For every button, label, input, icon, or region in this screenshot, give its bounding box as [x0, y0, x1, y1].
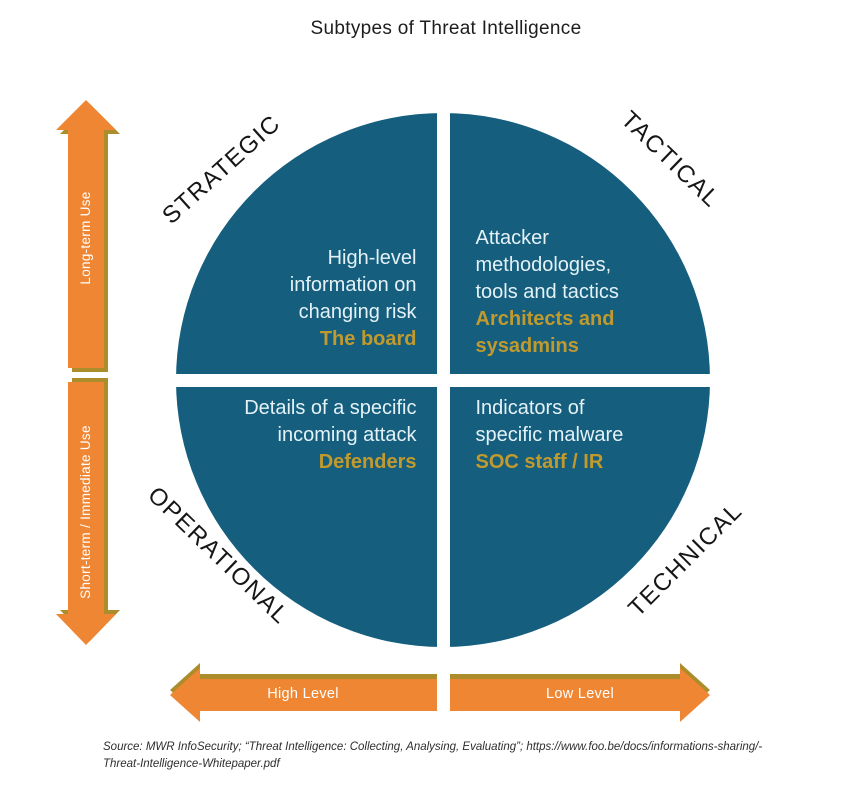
tactical-description: Attacker methodologies, tools and tactic… [475, 226, 619, 303]
quadrant-strategic: High-level information on changing risk … [176, 113, 437, 374]
technical-audience: SOC staff / IR [475, 450, 604, 473]
high-level-arrow-left-icon [170, 663, 437, 722]
low-level-axis-label: Low Level [546, 686, 614, 702]
short-term-arrow-down-icon [56, 378, 120, 645]
quadrant-circle: High-level information on changing risk … [176, 113, 710, 647]
quadrant-technical: Indicators of specific malware SOC staff… [449, 386, 710, 647]
strategic-description: High-level information on changing risk [289, 246, 417, 323]
strategic-audience: The board [319, 327, 417, 350]
quadrant-tactical: Attacker methodologies, tools and tactic… [449, 113, 710, 374]
technical-description: Indicators of specific malware [475, 396, 624, 446]
short-term-axis-label: Short-term / Immediate Use [78, 425, 93, 599]
operational-description: Details of a specific incoming attack [244, 396, 417, 446]
long-term-axis-label: Long-term Use [78, 191, 93, 285]
low-level-arrow-right-icon [450, 663, 710, 722]
operational-audience: Defenders [318, 450, 417, 473]
page-title: Subtypes of Threat Intelligence [310, 18, 582, 39]
long-term-arrow-up-icon [56, 100, 120, 372]
high-level-axis-label: High Level [267, 686, 339, 702]
source-citation: Source: MWR InfoSecurity; “Threat Intell… [103, 741, 763, 770]
tactical-audience: Architects and sysadmins [475, 307, 615, 357]
